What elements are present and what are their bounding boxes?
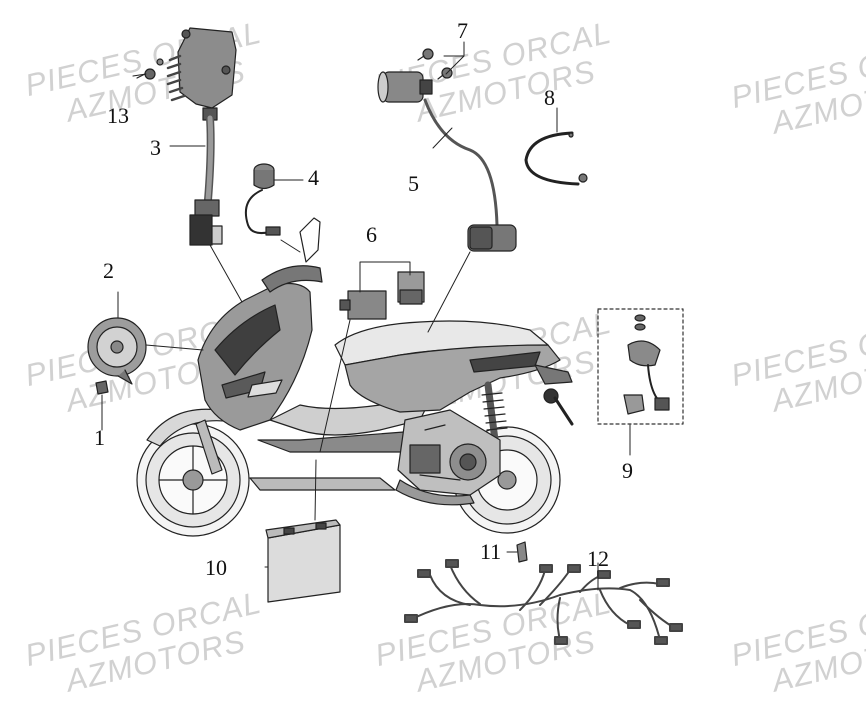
callout-7: 7 <box>457 18 468 43</box>
callout-5: 5 <box>408 171 419 196</box>
bolt-1 <box>95 380 109 395</box>
callout-11: 11 <box>480 539 502 564</box>
callout-13: 13 <box>107 103 129 128</box>
wiring-harness <box>404 559 683 645</box>
engine <box>397 409 501 496</box>
parts-diagram <box>87 27 684 645</box>
exhaust <box>395 479 475 506</box>
regulator-rectifier <box>166 27 237 121</box>
bolt-13 <box>136 58 164 80</box>
cdi-relays <box>339 271 425 320</box>
flasher-relay <box>244 163 281 236</box>
callout-6: 6 <box>366 222 377 247</box>
starter-relay-box <box>597 308 684 425</box>
callout-8: 8 <box>544 85 555 110</box>
front-fork <box>195 419 223 475</box>
fuse <box>516 541 528 563</box>
callout-1: 1 <box>94 425 105 450</box>
callout-3: 3 <box>150 135 161 160</box>
front-wheel <box>136 423 250 537</box>
callout-10: 10 <box>205 555 227 580</box>
tail-light <box>534 364 573 385</box>
screws-7 <box>417 48 453 80</box>
horn <box>87 317 147 385</box>
callout-9: 9 <box>622 458 633 483</box>
callout-2: 2 <box>103 258 114 283</box>
callout-4: 4 <box>308 165 319 190</box>
strap-8 <box>524 131 588 186</box>
leader-lines <box>101 41 631 591</box>
regulator-cable <box>189 114 223 246</box>
ignition-coil <box>377 71 517 252</box>
rear-shock <box>481 381 508 444</box>
callout-12: 12 <box>587 546 609 571</box>
scooter-illustration <box>136 217 574 537</box>
battery <box>265 519 341 603</box>
handlebar <box>261 265 323 293</box>
